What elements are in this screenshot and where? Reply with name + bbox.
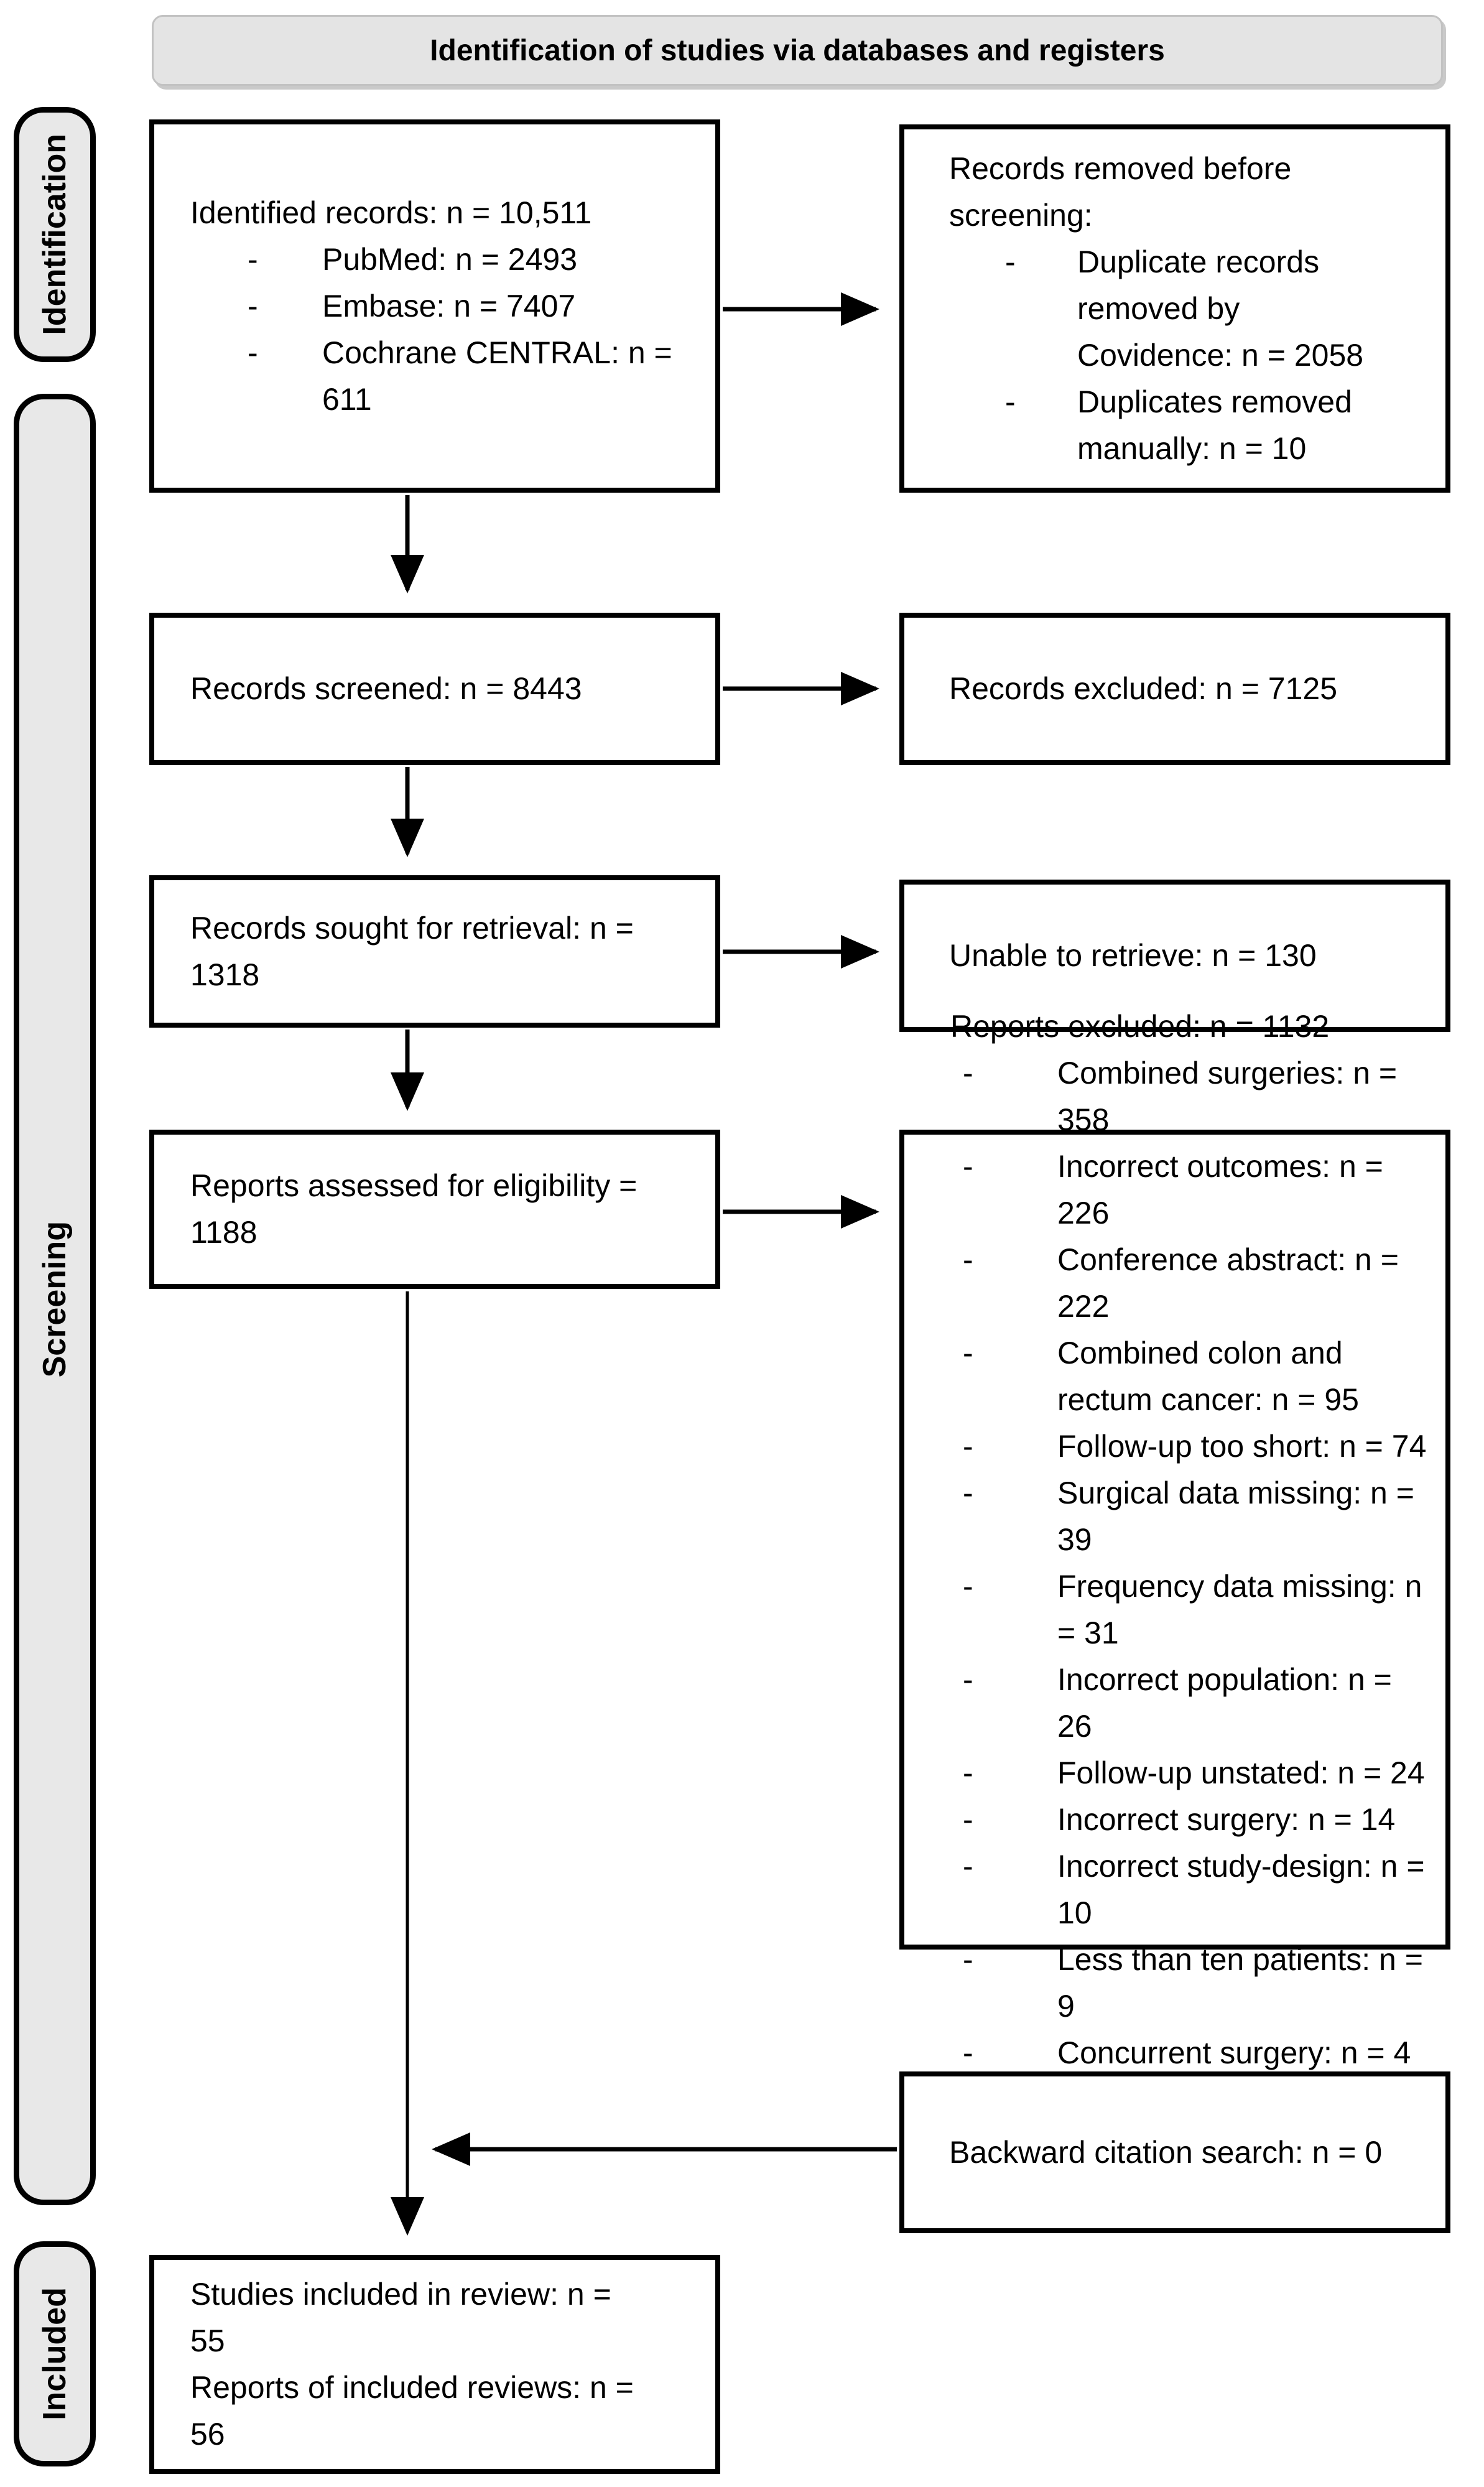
stage-label-included: Included <box>37 2287 73 2420</box>
list-item: Incorrect outcomes: n = 226 <box>950 1143 1430 1237</box>
list-item: Embase: n = 7407 <box>190 283 690 330</box>
removed-heading: Records removed before screening: <box>949 151 1292 233</box>
unable-text: Unable to retrieve: n = 130 <box>949 938 1317 973</box>
list-item: Incorrect study-design: n = 10 <box>950 1843 1430 1936</box>
records-excluded-text: Records excluded: n = 7125 <box>949 671 1338 706</box>
backward-text: Backward citation search: n = 0 <box>949 2134 1383 2170</box>
sought-text: Records sought for retrieval: n = 1318 <box>190 910 634 992</box>
box-records-excluded: Records excluded: n = 7125 <box>899 613 1450 765</box>
identified-bullets: PubMed: n = 2493 Embase: n = 7407 Cochra… <box>190 236 690 423</box>
stage-pill-identification: Identification <box>14 107 96 362</box>
list-item: Incorrect surgery: n = 14 <box>950 1797 1430 1843</box>
list-item: Duplicates removed manually: n = 10 <box>949 379 1427 472</box>
stage-label-screening: Screening <box>37 1221 73 1378</box>
reports-excluded-bullets: Combined surgeries: n = 358 Incorrect ou… <box>950 1050 1430 2076</box>
list-item: Follow-up too short: n = 74 <box>950 1423 1430 1470</box>
screened-text: Records screened: n = 8443 <box>190 671 582 706</box>
list-item: Follow-up unstated: n = 24 <box>950 1750 1430 1797</box>
box-unable-to-retrieve: Unable to retrieve: n = 130 <box>899 880 1450 1032</box>
included-line-1: Studies included in review: n = 55 <box>190 2277 611 2358</box>
box-records-screened: Records screened: n = 8443 <box>149 613 720 765</box>
title-banner: Identification of studies via databases … <box>152 15 1443 86</box>
list-item: Cochrane CENTRAL: n = 611 <box>190 330 690 423</box>
list-item: Incorrect population: n = 26 <box>950 1657 1430 1750</box>
removed-bullets: Duplicate records removed by Covidence: … <box>949 239 1427 472</box>
identified-heading: Identified records: n = 10,511 <box>190 195 592 230</box>
list-item: Frequency data missing: n = 31 <box>950 1563 1430 1657</box>
list-item: Duplicate records removed by Covidence: … <box>949 239 1427 379</box>
box-backward-citation: Backward citation search: n = 0 <box>899 2071 1450 2233</box>
list-item: Less than ten patients: n = 9 <box>950 1936 1430 2030</box>
included-line-2: Reports of included reviews: n = 56 <box>190 2370 634 2452</box>
stage-pill-included: Included <box>14 2241 96 2466</box>
list-item: Concurrent surgery: n = 4 <box>950 2030 1430 2076</box>
stage-pill-screening: Screening <box>14 394 96 2205</box>
box-reports-excluded: Reports excluded: n = 1132 Combined surg… <box>899 1009 1450 2076</box>
page-title: Identification of studies via databases … <box>430 34 1165 67</box>
list-item: Conference abstract: n = 222 <box>950 1237 1430 1330</box>
box-records-removed: Records removed before screening: Duplic… <box>899 124 1450 493</box>
stage-label-identification: Identification <box>37 134 73 335</box>
reports-excluded-heading: Reports excluded: n = 1132 <box>950 1008 1330 1044</box>
assessed-text: Reports assessed for eligibility = 1188 <box>190 1168 638 1250</box>
list-item: PubMed: n = 2493 <box>190 236 690 283</box>
list-item: Combined colon and rectum cancer: n = 95 <box>950 1330 1430 1423</box>
box-identified-records: Identified records: n = 10,511 PubMed: n… <box>149 119 720 493</box>
box-reports-assessed: Reports assessed for eligibility = 1188 <box>149 1130 720 1289</box>
list-item: Surgical data missing: n = 39 <box>950 1470 1430 1563</box>
list-item: Combined surgeries: n = 358 <box>950 1050 1430 1143</box>
box-records-sought: Records sought for retrieval: n = 1318 <box>149 875 720 1028</box>
box-studies-included: Studies included in review: n = 55 Repor… <box>149 2255 720 2474</box>
